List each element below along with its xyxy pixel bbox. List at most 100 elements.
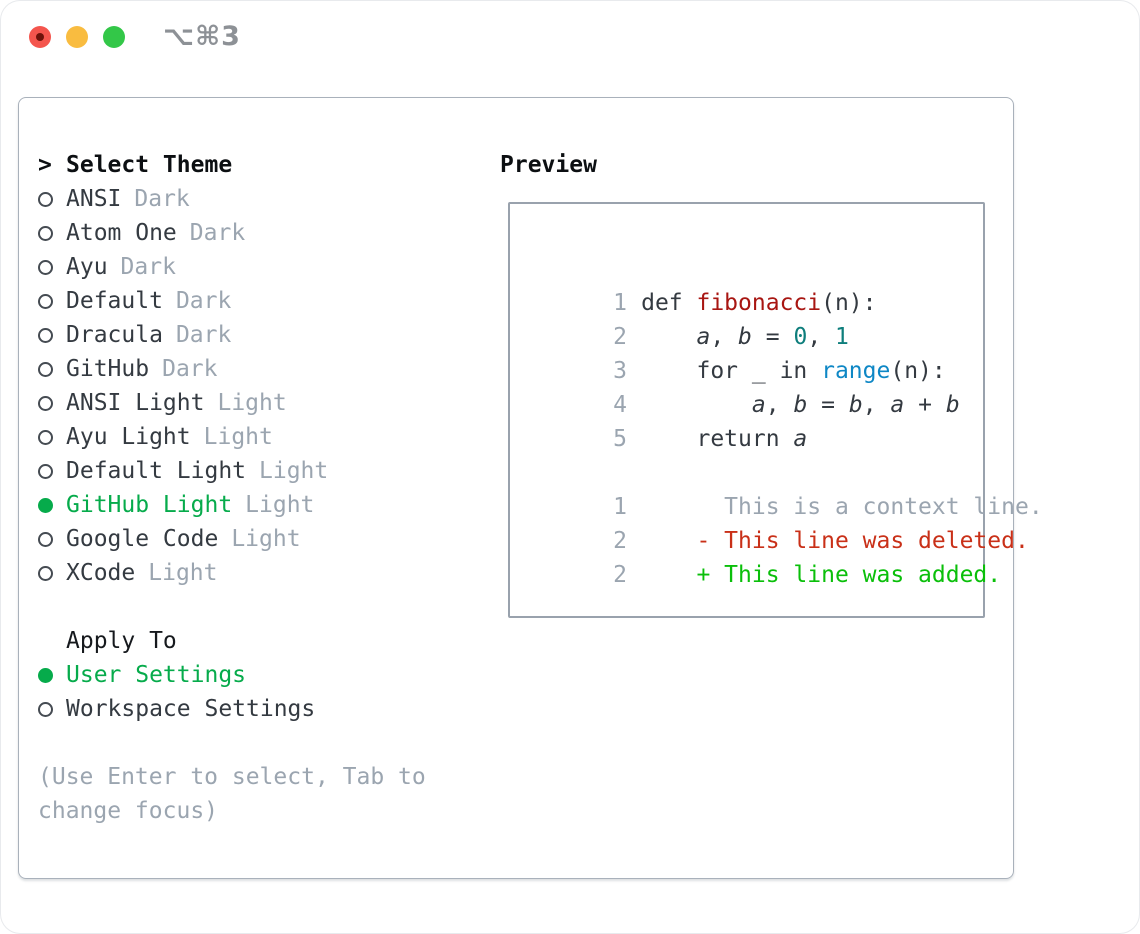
apply-option-workspace-settings[interactable]: Workspace Settings — [38, 692, 478, 726]
theme-variant: Dark — [120, 254, 176, 280]
radio-icon — [38, 293, 53, 309]
radio-icon — [38, 463, 53, 479]
code-token: a — [696, 324, 711, 350]
theme-option-github-dark[interactable]: GitHub Dark — [38, 352, 478, 386]
theme-name: Ayu Light — [66, 424, 191, 450]
theme-name: Atom One — [66, 220, 177, 246]
apply-option-label: User Settings — [66, 662, 247, 688]
code-line: 4 a, b = b, a + b — [530, 354, 983, 418]
theme-variant: Light — [231, 526, 301, 552]
code-token: def — [641, 290, 697, 316]
theme-option-ayu-dark[interactable]: Ayu Dark — [38, 250, 478, 284]
section-title: Apply To — [66, 628, 177, 654]
theme-name: XCode — [66, 560, 136, 586]
line-number: 4 — [613, 392, 627, 418]
radio-icon — [38, 361, 53, 377]
line-number: 3 — [613, 358, 627, 384]
code-token: b — [738, 324, 752, 350]
radio-selected-icon — [38, 667, 53, 683]
zoom-button-icon[interactable] — [103, 26, 125, 48]
theme-variant: Dark — [175, 322, 232, 348]
code-token: a — [793, 426, 808, 452]
line-number: 2 — [613, 528, 627, 554]
spacer — [38, 726, 478, 760]
theme-name: ANSI — [66, 186, 122, 212]
theme-list: > Select Theme ANSI Dark Atom One Dark A… — [38, 148, 478, 828]
line-number: 1 — [613, 494, 627, 520]
radio-selected-icon — [38, 497, 53, 513]
theme-name: Dracula — [66, 322, 163, 348]
theme-option-ansi-light[interactable]: ANSI Light Light — [38, 386, 478, 420]
radio-icon — [38, 225, 53, 241]
spacer — [38, 590, 478, 624]
theme-option-xcode[interactable]: XCode Light — [38, 556, 478, 590]
code-token: , — [710, 324, 739, 350]
radio-icon — [38, 259, 53, 275]
theme-name: Default — [66, 288, 163, 314]
theme-variant: Dark — [189, 220, 246, 246]
theme-name: GitHub — [66, 356, 150, 382]
diff-deleted-line: 2 - This line was deleted. — [530, 490, 1029, 554]
theme-name: Default Light — [66, 458, 247, 484]
theme-variant: Light — [259, 458, 329, 484]
theme-variant: Light — [217, 390, 287, 416]
close-button-icon[interactable] — [29, 26, 51, 48]
theme-name: GitHub Light — [66, 492, 233, 518]
radio-icon — [38, 429, 53, 445]
code-token: , — [862, 392, 891, 418]
code-token: range — [821, 358, 891, 384]
theme-picker-panel — [18, 97, 1014, 879]
code-token: + This line was added. — [641, 562, 1002, 588]
radio-icon — [38, 531, 53, 547]
theme-variant: Dark — [175, 288, 232, 314]
apply-option-label: Workspace Settings — [66, 696, 316, 722]
line-number: 2 — [613, 324, 627, 350]
code-line: 2 a, b = 0, 1 — [530, 286, 983, 350]
theme-name: ANSI Light — [66, 390, 205, 416]
code-line: 3 for _ in range(n): — [530, 320, 983, 384]
minimize-button-icon[interactable] — [66, 26, 88, 48]
theme-option-default-light[interactable]: Default Light Light — [38, 454, 478, 488]
theme-option-google-code[interactable]: Google Code Light — [38, 522, 478, 556]
theme-option-dracula-dark[interactable]: Dracula Dark — [38, 318, 478, 352]
keyboard-hint-line-2: change focus) — [38, 798, 219, 824]
theme-option-ansi-dark[interactable]: ANSI Dark — [38, 182, 478, 216]
line-number: 5 — [613, 426, 627, 452]
code-token: return — [641, 426, 794, 452]
code-token — [641, 324, 696, 350]
code-token: + — [904, 392, 946, 418]
apply-to-header: Apply To — [38, 624, 478, 658]
theme-option-atom-one-dark[interactable]: Atom One Dark — [38, 216, 478, 250]
theme-option-ayu-light[interactable]: Ayu Light Light — [38, 420, 478, 454]
line-number: 1 — [613, 290, 627, 316]
code-token: a — [751, 392, 766, 418]
code-line: 5 return a — [530, 388, 983, 452]
theme-variant: Dark — [134, 186, 190, 212]
code-token: b — [945, 392, 960, 418]
theme-name: Google Code — [66, 526, 219, 552]
code-token: a — [890, 392, 905, 418]
theme-name: Ayu — [66, 254, 108, 280]
code-token: for _ in — [641, 358, 822, 384]
radio-icon — [38, 327, 53, 343]
code-token — [641, 392, 752, 418]
code-token: = — [751, 324, 794, 350]
code-token: 0 — [793, 324, 808, 350]
preview-title: Preview — [500, 152, 597, 178]
theme-option-github-light[interactable]: GitHub Light Light — [38, 488, 478, 522]
line-number: 2 — [613, 562, 627, 588]
theme-variant: Dark — [162, 356, 218, 382]
theme-variant: Light — [245, 492, 315, 518]
theme-option-default-dark[interactable]: Default Dark — [38, 284, 478, 318]
apply-option-user-settings[interactable]: User Settings — [38, 658, 478, 692]
focus-cursor-icon: > — [38, 152, 52, 178]
radio-icon — [38, 565, 53, 581]
keyboard-hint-line-1: (Use Enter to select, Tab to — [38, 764, 426, 790]
section-title: Select Theme — [66, 152, 233, 178]
window-title: ⌥⌘3 — [163, 21, 241, 52]
code-token: b — [793, 392, 808, 418]
theme-variant: Light — [203, 424, 273, 450]
